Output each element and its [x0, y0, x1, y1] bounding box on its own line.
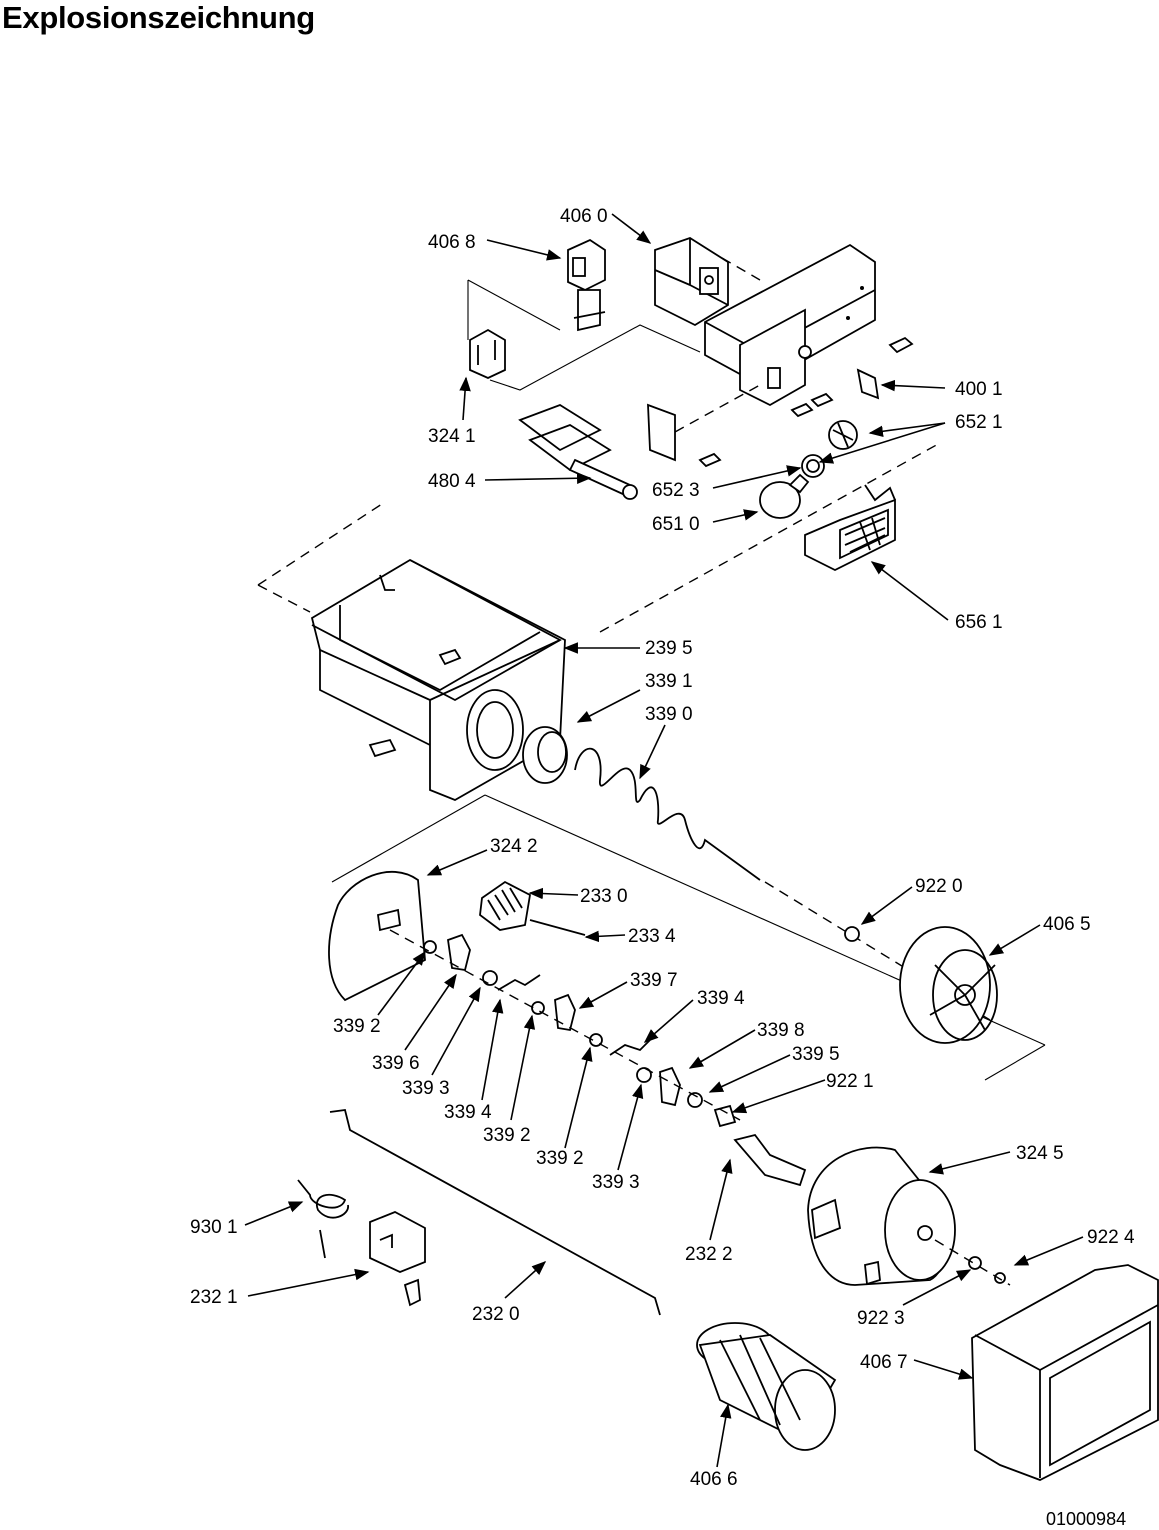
page-title: Explosionszeichnung — [2, 0, 315, 35]
plate-3242 — [328, 870, 426, 1002]
callout-label: 232 1 — [190, 1287, 238, 1308]
callout-label: 324 2 — [490, 836, 538, 857]
callout-label: 480 4 — [428, 471, 476, 492]
callout-leaders — [244, 213, 1084, 1468]
callout-label: 233 4 — [628, 926, 676, 947]
solenoid-part — [567, 238, 606, 332]
callout-label: 922 3 — [857, 1308, 905, 1329]
callout-label: 656 1 — [955, 612, 1003, 633]
callout-label: 651 0 — [652, 514, 700, 535]
callout-label: 922 0 — [915, 876, 963, 897]
callout-label: 339 2 — [333, 1016, 381, 1037]
callout-label: 232 0 — [472, 1304, 520, 1325]
callout-label: 339 2 — [536, 1148, 584, 1169]
motor-3245 — [807, 1146, 956, 1286]
dashed-outline-upper — [257, 442, 941, 633]
rod-2320 — [329, 1109, 661, 1316]
bearing-3391 — [522, 726, 568, 784]
callout-label: 232 2 — [685, 1244, 733, 1265]
callout-label: 400 1 — [955, 379, 1003, 400]
callout-label: 339 0 — [645, 704, 693, 725]
callout-label: 339 5 — [792, 1044, 840, 1065]
blade-3330 — [479, 880, 586, 936]
bracket-3241 — [467, 279, 701, 391]
spring-9301 — [297, 1179, 349, 1259]
screws-upper — [698, 336, 914, 468]
switch-plate-4804 — [518, 404, 638, 500]
document-number: 01000984 — [1046, 1509, 1127, 1529]
ice-bucket-2395 — [310, 558, 566, 801]
lamp-parts — [759, 368, 880, 519]
callout-label: 652 1 — [955, 412, 1003, 433]
callout-label: 930 1 — [190, 1217, 238, 1238]
callout-label: 406 7 — [860, 1352, 908, 1373]
callout-labels: 406 0 406 8 400 1 652 1 324 1 480 4 652 … — [190, 206, 1135, 1490]
callout-label: 339 2 — [483, 1125, 531, 1146]
cover-4067 — [971, 1264, 1159, 1481]
callout-label: 406 5 — [1043, 914, 1091, 935]
callout-label: 324 1 — [428, 426, 476, 447]
callout-label: 339 4 — [444, 1102, 492, 1123]
transformer-part — [654, 237, 761, 327]
callout-label: 652 3 — [652, 480, 700, 501]
callout-label: 233 0 — [580, 886, 628, 907]
bracket-small-left — [647, 384, 761, 462]
control-box-housing — [704, 243, 876, 407]
callout-label: 406 6 — [690, 1469, 738, 1490]
light-cover-6561 — [804, 484, 896, 572]
callout-label: 239 5 — [645, 638, 693, 659]
callout-label: 339 3 — [592, 1172, 640, 1193]
cylinder-4066 — [696, 1322, 837, 1451]
callout-label: 324 5 — [1016, 1143, 1064, 1164]
callout-label: 406 8 — [428, 232, 476, 253]
washer-9220 — [844, 926, 860, 942]
washers-922x — [934, 1239, 1011, 1286]
callout-label: 922 1 — [826, 1071, 874, 1092]
lever-2322 — [733, 1133, 807, 1187]
callout-label: 339 4 — [697, 988, 745, 1009]
auger-spring-3390 — [574, 747, 761, 881]
front-wheel-4065 — [899, 926, 998, 1044]
callout-label: 339 8 — [757, 1020, 805, 1041]
callout-label: 339 7 — [630, 970, 678, 991]
callout-label: 339 1 — [645, 671, 693, 692]
callout-label: 406 0 — [560, 206, 608, 227]
bracket-2321 — [369, 1211, 426, 1307]
callout-label: 339 3 — [402, 1078, 450, 1099]
callout-label: 922 4 — [1087, 1227, 1135, 1248]
callout-label: 339 6 — [372, 1053, 420, 1074]
crusher-parts — [389, 929, 741, 1128]
